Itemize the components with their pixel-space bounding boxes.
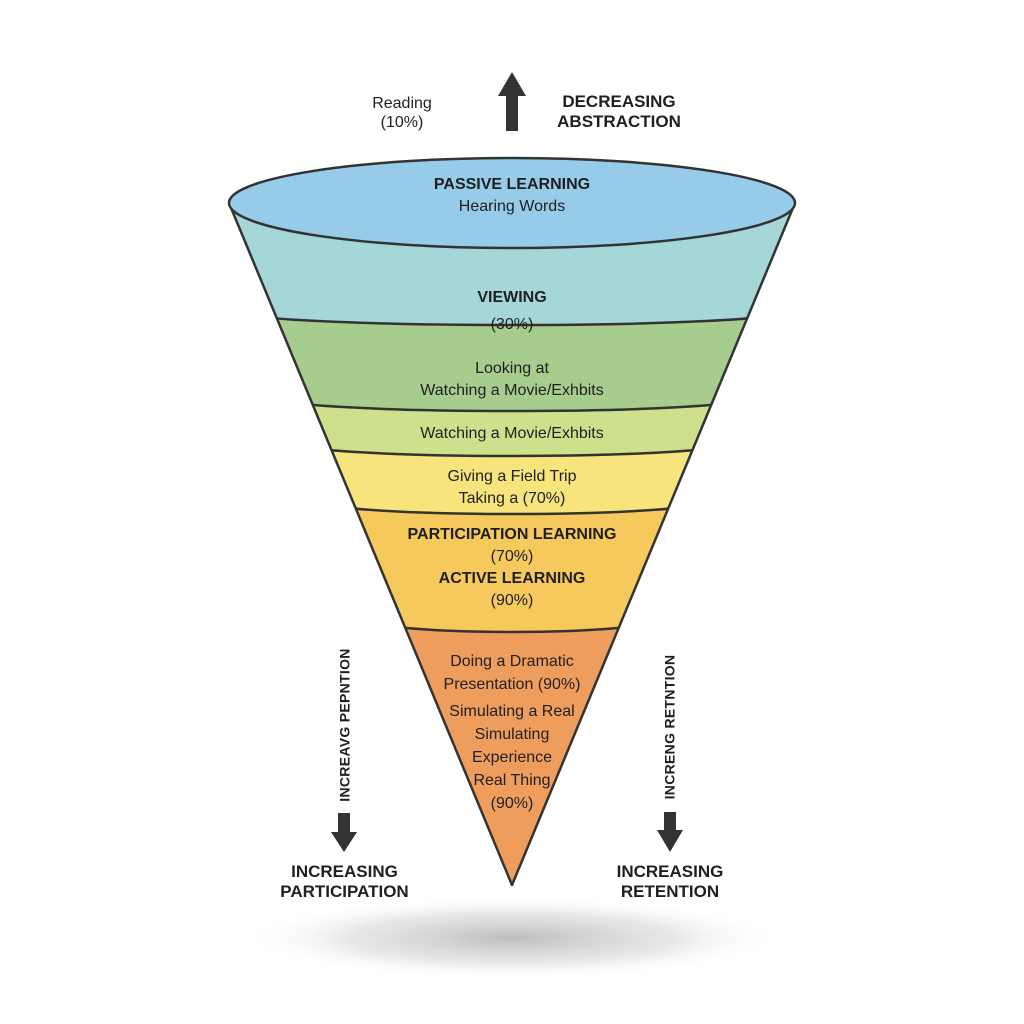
ground-shadow	[242, 896, 782, 980]
band-looking: Looking at Watching a Movie/Exhbits	[312, 358, 712, 402]
band-watching: Watching a Movie/Exhbits	[312, 424, 712, 443]
hearing-words-text: Hearing Words	[458, 198, 566, 216]
real-thing-pct: (90%)	[490, 795, 534, 812]
presentation-pct-text: Presentation (90%)	[443, 676, 581, 693]
participation-line2: PARTICIPATION	[280, 882, 409, 902]
simulating-text: Simulating	[474, 726, 550, 743]
band-viewing: VIEWING (30%)	[312, 288, 712, 334]
viewing-pct: (30%)	[490, 316, 534, 334]
experience-text: Experience	[471, 749, 553, 766]
band-field-trip: Giving a Field Trip Taking a (70%)	[312, 466, 712, 510]
band-doing: Doing a Dramatic Presentation (90%) Simu…	[362, 650, 662, 815]
reading-label: Reading (10%)	[352, 94, 452, 132]
retention-line1: INCREASING	[616, 862, 724, 881]
arrow-up-icon	[498, 72, 526, 131]
abstraction-line2: ABSTRACTION	[557, 112, 681, 132]
looking-at-text: Looking at	[475, 360, 549, 377]
active-learning-title: ACTIVE LEARNING	[438, 570, 586, 587]
abstraction-line1: DECREASING	[562, 92, 676, 111]
right-vertical-label: INCRENG RETNTION	[661, 654, 678, 800]
field-trip-text: Giving a Field Trip	[447, 468, 577, 485]
passive-learning-title: PASSIVE LEARNING	[433, 176, 591, 193]
arrow-down-icon	[657, 812, 683, 852]
reading-pct: (10%)	[380, 114, 424, 132]
arrow-down-icon	[331, 813, 357, 852]
retention-line2: RETENTION	[620, 882, 720, 902]
participation-pct: (70%)	[490, 548, 534, 565]
left-vertical-label: INCREAVG PEPNTION	[336, 648, 353, 802]
doing-dramatic-text: Doing a Dramatic	[450, 653, 574, 670]
participation-line1: INCREASING	[291, 862, 398, 881]
band-passive: PASSIVE LEARNING Hearing Words	[312, 175, 712, 216]
simulating-real-text: Simulating a Real	[449, 703, 575, 720]
increasing-participation-label: INCREASING PARTICIPATION	[262, 862, 427, 903]
reading-text: Reading	[372, 95, 432, 112]
decreasing-abstraction-label: DECREASING ABSTRACTION	[540, 92, 698, 133]
viewing-title: VIEWING	[477, 289, 547, 306]
real-thing-text: Real Thing	[473, 772, 551, 789]
increasing-retention-label: INCREASING RETENTION	[600, 862, 740, 903]
band-participation: PARTICIPATION LEARNING (70%) ACTIVE LEAR…	[312, 524, 712, 612]
participation-learning-title: PARTICIPATION LEARNING	[407, 526, 617, 543]
top-ellipse	[227, 156, 797, 250]
taking-a-pct-text: Taking a (70%)	[458, 490, 566, 507]
watching-movie-text: Watching a Movie/Exhbits	[420, 382, 604, 399]
active-learning-pct: (90%)	[490, 592, 534, 609]
cone-outline	[227, 202, 797, 887]
watching-movie-exhibits-text: Watching a Movie/Exhbits	[420, 425, 604, 442]
